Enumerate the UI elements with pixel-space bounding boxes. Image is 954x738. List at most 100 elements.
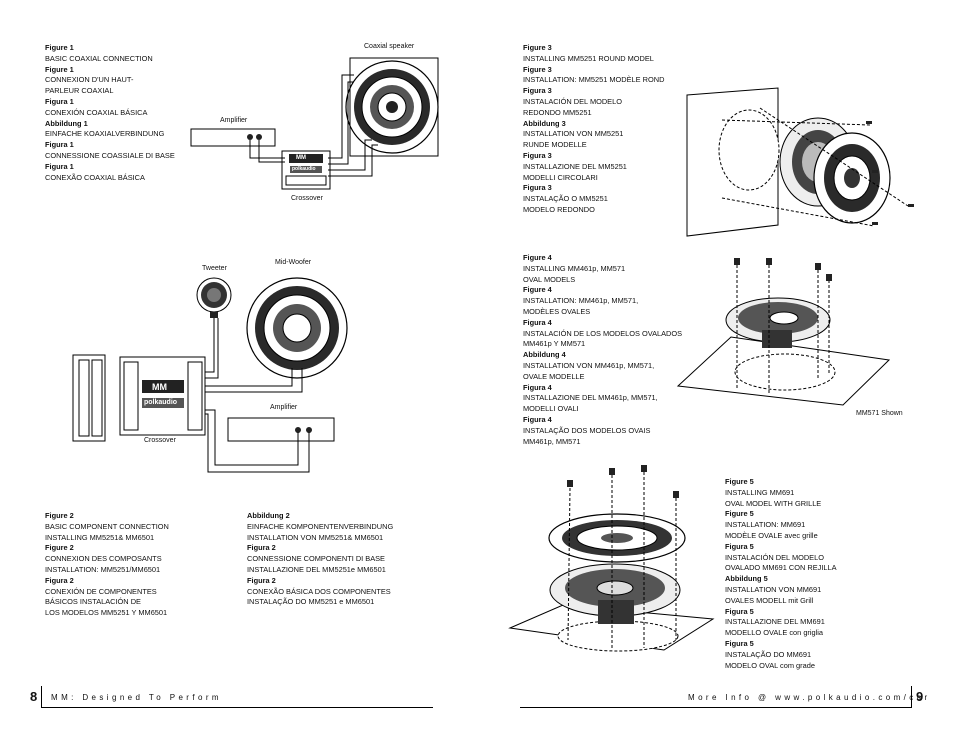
footer-rule-right xyxy=(520,707,912,708)
caption-heading: Figura 1 xyxy=(45,161,74,171)
caption-line: MM461p Y MM571 xyxy=(523,339,586,349)
caption-heading: Abbildung 4 xyxy=(523,350,566,360)
caption-line: CONEXIÓN DE COMPONENTES xyxy=(45,586,157,596)
footer-divider-left xyxy=(41,686,42,708)
amplifier-label-2: Amplifier xyxy=(270,404,298,411)
brand-polk-2: polkaudio xyxy=(144,399,178,406)
caption-heading: Figura 1 xyxy=(45,96,74,106)
caption-line: PARLEUR COAXIAL xyxy=(45,86,114,96)
crossover-side-view xyxy=(72,354,106,442)
caption-heading: Figura 4 xyxy=(523,317,552,327)
caption-line: EINFACHE KOAXIALVERBINDUNG xyxy=(45,129,165,139)
caption-heading: Figura 3 xyxy=(523,86,552,96)
caption-line: INSTALAÇÃO DO MM691 xyxy=(725,649,812,659)
caption-line: MODELO REDONDO xyxy=(523,204,595,214)
caption-heading: Figure 3 xyxy=(523,64,552,74)
caption-line: INSTALLATION VON MM691 xyxy=(725,584,822,594)
brand-mm-2: MM xyxy=(152,382,167,392)
caption-line: OVAL MODEL WITH GRILLE xyxy=(725,498,822,508)
caption-line: INSTALLATION: MM461p, MM571, xyxy=(523,296,639,306)
caption-line: INSTALAÇÃO DO MM5251 e MM6501 xyxy=(247,597,375,607)
caption-line: MODÈLES OVALES xyxy=(523,306,591,316)
caption-heading: Figura 4 xyxy=(523,414,552,424)
caption-heading: Figure 3 xyxy=(523,43,552,52)
caption-heading: Figura 2 xyxy=(247,543,276,553)
caption-line: CONEXÃO BÁSICA DOS COMPONENTES xyxy=(247,586,391,596)
caption-line: CONNESSIONE COMPONENTI DI BASE xyxy=(247,554,385,564)
page-number-right: 9 xyxy=(916,689,924,704)
caption-line: REDONDO MM5251 xyxy=(523,107,592,117)
caption-heading: Figura 3 xyxy=(523,183,552,193)
caption-heading: Abbildung 3 xyxy=(523,118,566,128)
caption-line: OVALE MODELLE xyxy=(523,371,585,381)
caption-line: OVALES MODELL mit Grill xyxy=(725,595,814,605)
caption-line: INSTALLING MM5251 ROUND MODEL xyxy=(523,53,654,63)
caption-line: INSTALLATION VON MM5251& MM6501 xyxy=(247,532,384,542)
footer-rule-left xyxy=(41,707,433,708)
caption-line: INSTALLING MM461p, MM571 xyxy=(523,263,626,273)
coaxial-speaker-label: Coaxial speaker xyxy=(364,43,415,50)
caption-line: INSTALLING MM5251& MM6501 xyxy=(45,532,155,542)
caption-heading: Figura 2 xyxy=(45,575,74,585)
caption-line: INSTALLAZIONE DEL MM5251 xyxy=(523,161,627,171)
caption-line: INSTALLATION VON MM5251 xyxy=(523,129,624,139)
caption-heading: Figure 2 xyxy=(45,543,74,553)
brand-polk-1: polkaudio xyxy=(292,166,316,172)
crossover-label-2: Crossover xyxy=(144,437,176,444)
caption-line: INSTALLATION: MM5251/MM6501 xyxy=(45,564,161,574)
caption-line: INSTALAÇÃO DOS MODELOS OVAIS xyxy=(523,425,651,435)
caption-line: INSTALACIÓN DEL MODELO xyxy=(725,552,824,562)
caption-heading: Figure 4 xyxy=(523,253,552,262)
footer-tagline: MM: Designed To Perform xyxy=(51,693,222,702)
caption-line: MODELLI CIRCOLARI xyxy=(523,172,598,182)
caption-line: INSTALLING MM691 xyxy=(725,487,795,497)
caption-line: LOS MODELOS MM5251 Y MM6501 xyxy=(45,608,168,618)
caption-line: OVALADO MM691 CON REJILLA xyxy=(725,563,837,573)
caption-line: INSTALAÇÃO O MM5251 xyxy=(523,194,608,204)
caption-heading: Figura 2 xyxy=(247,575,276,585)
caption-line: MODELLI OVALI xyxy=(523,404,579,414)
tweeter-label: Tweeter xyxy=(202,265,227,272)
caption-line: INSTALLAZIONE DEL MM461p, MM571, xyxy=(523,393,658,403)
caption-line: INSTALLATION VON MM461p, MM571, xyxy=(523,360,655,370)
midwoofer-drawing xyxy=(246,277,348,379)
caption-line: MM461p, MM571 xyxy=(523,436,581,446)
caption-line: CONNEXION D'UN HAUT- xyxy=(45,75,134,85)
caption-line: INSTALLATION: MM691 xyxy=(725,520,806,530)
caption-heading: Figura 5 xyxy=(725,638,754,648)
tweeter-drawing xyxy=(196,277,232,318)
crossover-label-1: Crossover xyxy=(291,195,323,202)
caption-heading: Figure 1 xyxy=(45,64,74,74)
caption-line: CONEXIÓN COAXIAL BÁSICA xyxy=(45,107,148,117)
mm571-shown-note: MM571 Shown xyxy=(856,410,903,417)
caption-line: OVAL MODELS xyxy=(523,274,576,284)
caption-line: MODÈLE OVALE avec grille xyxy=(725,530,818,540)
caption-heading: Figura 4 xyxy=(523,382,552,392)
caption-line: MODELLO OVALE con griglia xyxy=(725,628,824,638)
caption-line: INSTALACIÓN DE LOS MODELOS OVALADOS xyxy=(523,328,683,338)
caption-heading: Figure 5 xyxy=(725,477,754,486)
caption-heading: Figure 4 xyxy=(523,285,552,295)
footer-url: More Info @ www.polkaudio.com/car xyxy=(688,693,931,702)
footer-divider-right xyxy=(911,686,912,708)
amplifier-box-2 xyxy=(227,417,335,442)
caption-line: INSTALACIÓN DEL MODELO xyxy=(523,96,622,106)
brand-mm-1: MM xyxy=(296,155,306,161)
caption-line: BÁSICOS INSTALACIÓN DE xyxy=(45,597,141,607)
caption-line: INSTALLAZIONE DEL MM5251e MM6501 xyxy=(247,564,386,574)
caption-heading: Figura 1 xyxy=(45,140,74,150)
midwoofer-label: Mid-Woofer xyxy=(275,259,312,266)
crossover-box-1 xyxy=(281,150,331,190)
caption-line: CONNEXION DES COMPOSANTS xyxy=(45,554,162,564)
caption-line: CONNESSIONE COASSIALE DI BASE xyxy=(45,150,175,160)
caption-heading: Figure 1 xyxy=(45,43,74,52)
page-number-left: 8 xyxy=(30,689,38,704)
caption-heading: Abbildung 1 xyxy=(45,118,88,128)
